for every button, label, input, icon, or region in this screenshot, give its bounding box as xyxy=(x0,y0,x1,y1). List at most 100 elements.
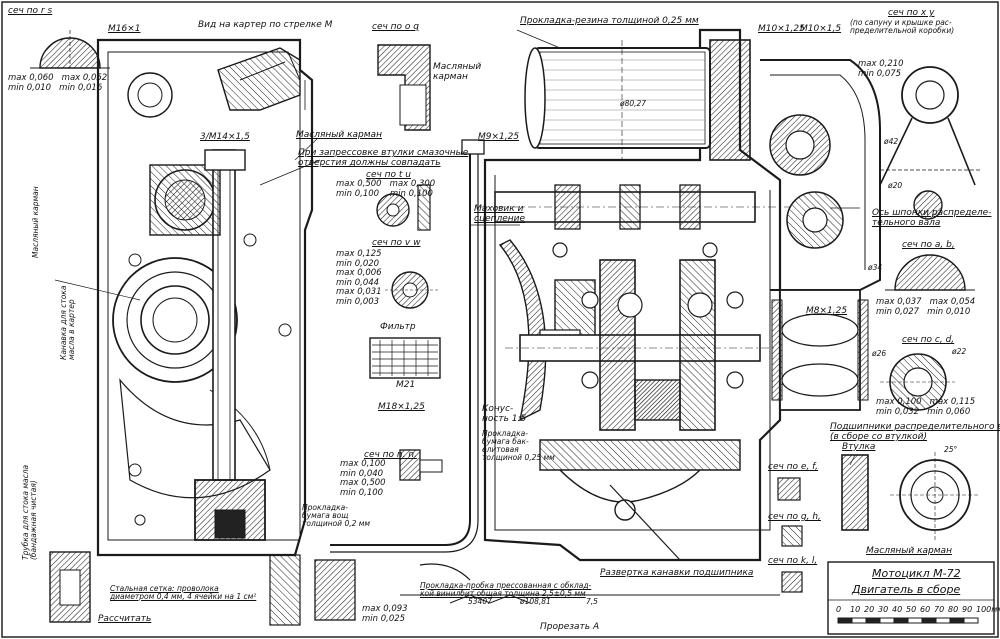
tolerance-tu: max 0,500 max 0,300 min 0,100 min 0,100 xyxy=(336,179,436,199)
label-oil-pocket-top: Масляный карман xyxy=(433,62,482,82)
thread-m14: 3/М14×1,5 xyxy=(200,132,250,142)
scale-tick-label: 20 xyxy=(864,605,875,614)
thread-m10b: М10×1,5 xyxy=(800,24,842,34)
thread-m16: М16×1 xyxy=(108,24,141,34)
label-rubber-gasket: Прокладка-резина толщиной 0,25 мм xyxy=(520,16,699,26)
dim-len2: ø108,81 xyxy=(520,597,551,606)
title-model: Мотоцикл М-72 xyxy=(872,567,961,580)
bottom-left-sections xyxy=(49,551,356,626)
section-cd-heading: сеч по c, d, xyxy=(902,335,955,345)
tolerance-cd: max 0,100 max 0,115 min 0,032 min 0,060 xyxy=(876,397,976,417)
section-nn-drawing xyxy=(399,449,443,481)
section-xy-note: (по сапуну и крышке рас- пределительной … xyxy=(850,18,955,35)
scale-tick-label: 0 xyxy=(836,605,842,614)
dim-len3: 7,5 xyxy=(586,597,598,606)
camshaft xyxy=(480,184,790,230)
generator-cylinder xyxy=(524,39,751,161)
label-rasschitat: Рассчитать xyxy=(98,614,152,624)
tolerance-rs: max 0,060 max 0,052 min 0,010 min 0,016 xyxy=(8,73,108,93)
tolerance-nn: max 0,100 min 0,040 max 0,500 min 0,100 xyxy=(340,459,386,498)
section-rs-heading: сеч по r s xyxy=(8,6,53,16)
dim-d2: ø42 xyxy=(884,137,899,146)
section-ef-drawing xyxy=(777,477,801,501)
dim-d1: ø80,27 xyxy=(620,99,647,108)
label-oil-pocket-mid: Масляный карман xyxy=(296,130,382,140)
section-tu-drawing xyxy=(376,184,431,231)
bushing-drawing xyxy=(841,452,980,540)
scale-bar xyxy=(837,617,979,624)
thread-m18: М18×1,25 xyxy=(378,402,425,412)
label-shaft-key-axis: Ось шпонки распределе- тельного вала xyxy=(872,208,992,228)
breather-cylinder xyxy=(771,289,869,411)
dim-d5: ø26 xyxy=(872,349,887,358)
section-xy-drawing xyxy=(879,66,980,220)
tolerance-vw: max 0,125 min 0,020 max 0,006 min 0,044 … xyxy=(336,249,382,307)
tolerance-bottom: max 0,093 min 0,025 xyxy=(362,604,408,624)
timing-cover xyxy=(760,59,881,291)
section-gh-drawing xyxy=(781,525,803,547)
section-gh-heading: сеч по g, h, xyxy=(768,512,821,522)
section-kl-heading: сеч по k, l, xyxy=(768,556,818,566)
section-vw-heading: сеч по v w xyxy=(372,238,421,248)
thread-m8: М8×1,25 xyxy=(806,306,848,316)
oil-sump xyxy=(539,439,741,561)
label-flywheel-clutch: Маховик и сцепление xyxy=(474,204,526,224)
thread-m10a: М10×1,25 xyxy=(758,24,805,34)
label-filter: Фильтр xyxy=(380,322,416,332)
section-cd-drawing xyxy=(880,353,955,411)
flywheel-clutch xyxy=(498,239,596,422)
label-assembly-note: При запрессовке втулки смазочные отверст… xyxy=(298,148,469,168)
thread-m9: М9×1,25 xyxy=(478,132,520,142)
section-oq-drawing xyxy=(377,44,431,131)
scale-tick-label: 90 xyxy=(962,605,973,614)
section-rs-drawing xyxy=(30,30,110,69)
scale-tick-label: 70 xyxy=(934,605,945,614)
label-bakelite-gasket: Прокладка- бумага бак- елитовая толщиной… xyxy=(482,429,555,462)
label-prorezat: Прорезать А xyxy=(540,622,600,632)
scale-tick-label: 50 xyxy=(906,605,917,614)
section-ef-heading: сеч по e, f, xyxy=(768,462,819,472)
oil-pipe xyxy=(330,139,485,553)
razvertka-strip xyxy=(400,563,780,604)
section-tu-heading: сеч по t u xyxy=(366,170,412,180)
title-block-frame xyxy=(827,561,995,635)
label-steel-mesh: Стальная сетка: проволока диаметром 0,4 … xyxy=(110,584,257,601)
thread-m21: М21 xyxy=(396,380,416,390)
label-razvertka: Развертка канавки подшипника xyxy=(600,568,754,578)
section-nn-heading: сеч по n. n. xyxy=(364,450,417,460)
label-cam-bearings: Подшипники распределительного вала (в сб… xyxy=(830,422,1000,442)
dim-d6: ø20 xyxy=(888,181,903,190)
section-vw-drawing xyxy=(385,271,440,309)
dim-len: 53407 xyxy=(468,597,492,606)
leader-lines xyxy=(54,29,860,466)
dim-d4: ø22 xyxy=(952,347,967,356)
scale-tick-label: 10 xyxy=(850,605,861,614)
label-oil-pocket-vert: Масляный карман xyxy=(31,186,40,258)
label-paper-gasket: Прокладка- бумага вощ толщиной 0,2 мм xyxy=(302,503,371,528)
dim-d3: ø34 xyxy=(868,263,883,272)
section-oq-heading: сеч по о q xyxy=(372,22,419,32)
section-xy-heading: сеч по x y xyxy=(888,8,935,18)
dim-angle: 25° xyxy=(944,445,958,454)
view-m-drawing xyxy=(217,47,306,111)
scale-tick-label: 100мм xyxy=(976,605,1000,614)
label-drain-channel: Канавка для стока масла в картер xyxy=(59,285,76,360)
scale-tick-label: 40 xyxy=(892,605,903,614)
oil-pump-shaft xyxy=(149,149,266,541)
crankshaft xyxy=(505,259,775,431)
label-bushing: Втулка xyxy=(842,442,876,452)
main-section-housing xyxy=(483,28,782,562)
title-subtitle: Двигатель в сборе xyxy=(852,583,961,596)
section-kl-drawing xyxy=(781,571,803,593)
section-ab-drawing xyxy=(885,254,975,291)
scale-tick-label: 60 xyxy=(920,605,931,614)
main-bearings xyxy=(552,242,744,389)
label-cork-gasket: Прокладка-пробка прессованная с обклад- … xyxy=(420,581,592,598)
tolerance-ab: max 0,037 max 0,054 min 0,027 min 0,010 xyxy=(876,297,976,317)
label-oil-pocket-bottom: Масляный карман xyxy=(866,546,952,556)
section-ab-heading: сеч по a, b, xyxy=(902,240,955,250)
label-drain-tube: Трубка для стока масла (бандажная чистая… xyxy=(21,464,38,560)
scale-tick-label: 80 xyxy=(948,605,959,614)
